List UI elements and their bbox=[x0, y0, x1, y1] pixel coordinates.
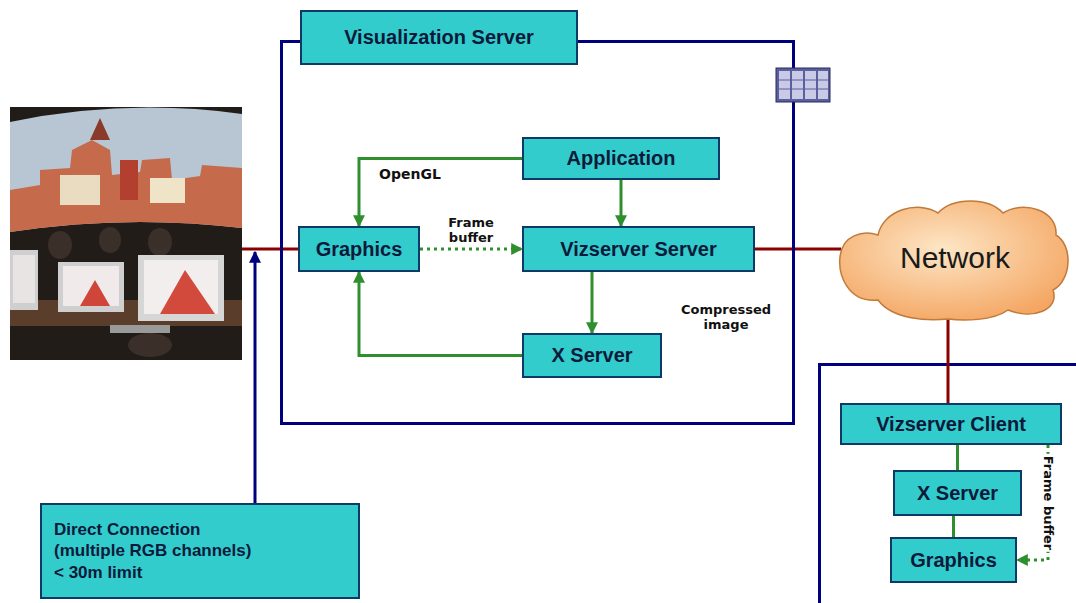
process-box: Graphics bbox=[298, 226, 420, 272]
flow-note: Compressed image bbox=[676, 303, 776, 333]
edge-label: Frame buffer bbox=[441, 216, 501, 245]
process-box: Graphics bbox=[890, 537, 1017, 583]
edge-label: OpenGL bbox=[377, 167, 443, 182]
network-link bbox=[755, 248, 841, 251]
process-box: Application bbox=[522, 137, 720, 180]
pointer-arrow bbox=[254, 252, 257, 503]
process-box: Vizserver Client bbox=[840, 403, 1062, 445]
box-label: X Server bbox=[551, 344, 632, 367]
network-link bbox=[947, 319, 950, 403]
box-title: Visualization Server bbox=[344, 26, 534, 49]
data-flow-arrow bbox=[952, 516, 955, 537]
network-cloud: Network bbox=[838, 195, 1072, 321]
box-label: Vizserver Server bbox=[560, 238, 716, 261]
process-box: X Server bbox=[522, 333, 662, 378]
box-label: X Server bbox=[917, 482, 998, 505]
data-flow-arrow bbox=[620, 180, 623, 226]
video-wire bbox=[242, 248, 298, 251]
edge-label: Frame buffer bbox=[1041, 453, 1055, 551]
note-box: Direct Connection (multiple RGB channels… bbox=[40, 503, 360, 599]
photo-illustration bbox=[10, 107, 242, 360]
process-box: Vizserver Server bbox=[522, 226, 755, 272]
box-label: Graphics bbox=[910, 549, 997, 572]
server-rack-icon bbox=[776, 68, 830, 102]
data-flow-arrow bbox=[359, 272, 522, 356]
box-label: Application bbox=[567, 147, 676, 170]
box-label: Network bbox=[900, 241, 1010, 275]
process-box: X Server bbox=[893, 470, 1022, 516]
data-flow-arrow bbox=[420, 248, 522, 251]
server-frame: Visualization ServerApplicationGraphicsV… bbox=[280, 40, 795, 425]
data-flow-arrow bbox=[591, 272, 594, 333]
box-label: Graphics bbox=[316, 238, 403, 261]
box-label: Vizserver Client bbox=[876, 413, 1026, 436]
data-flow-arrow bbox=[956, 445, 959, 470]
title-box: Visualization Server bbox=[300, 10, 578, 65]
box-label: Direct Connection (multiple RGB channels… bbox=[54, 519, 259, 583]
